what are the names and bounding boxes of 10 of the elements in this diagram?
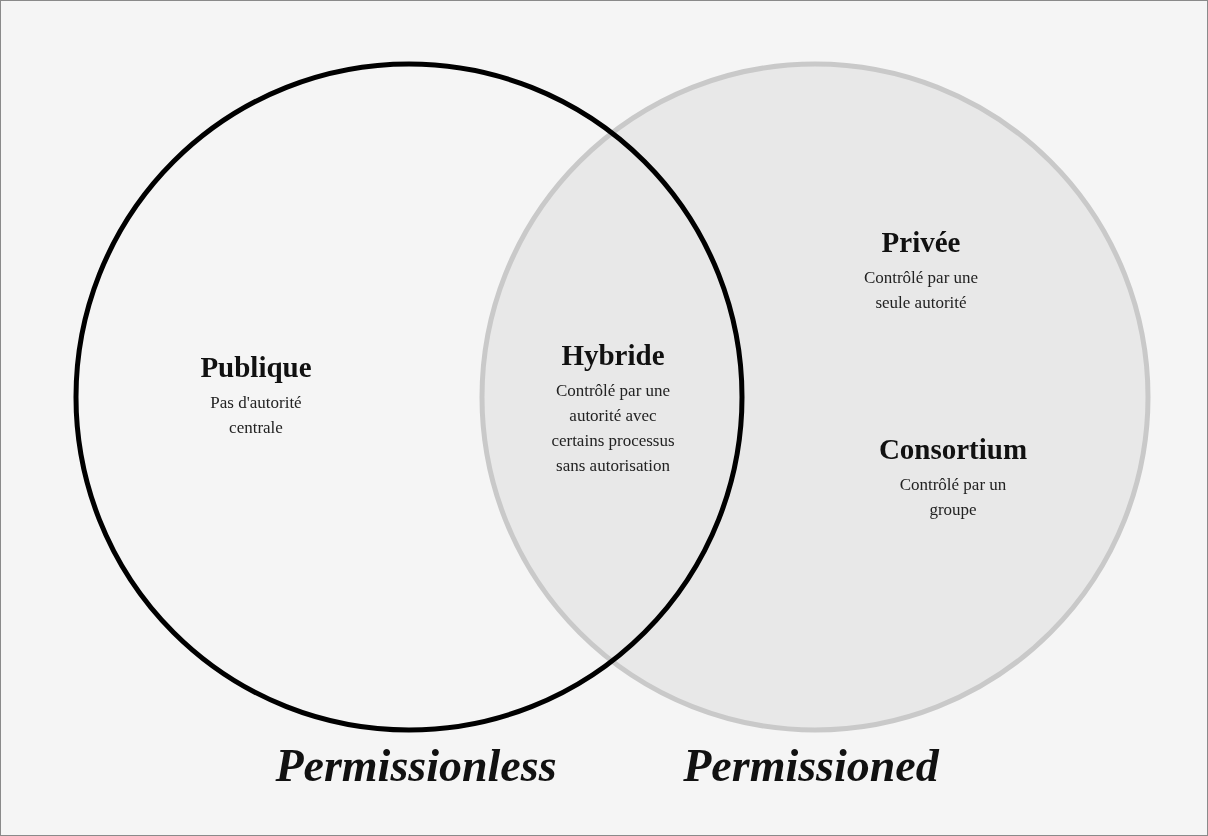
category-title: Consortium <box>878 433 1028 466</box>
category-description: Contrôlé par un groupe <box>898 474 1008 521</box>
category-description: Contrôlé par une seule autorité <box>862 267 980 314</box>
category-title: Privée <box>881 226 961 259</box>
set-label: Permissionless <box>275 739 557 792</box>
category-description: Pas d'autorité centrale <box>209 392 303 439</box>
set-label: Permissioned <box>683 739 939 792</box>
category-title: Hybride <box>561 339 665 372</box>
category-title: Publique <box>200 351 312 384</box>
category-description: Contrôlé par une autorité avec certains processus sans autorisation <box>550 380 676 477</box>
